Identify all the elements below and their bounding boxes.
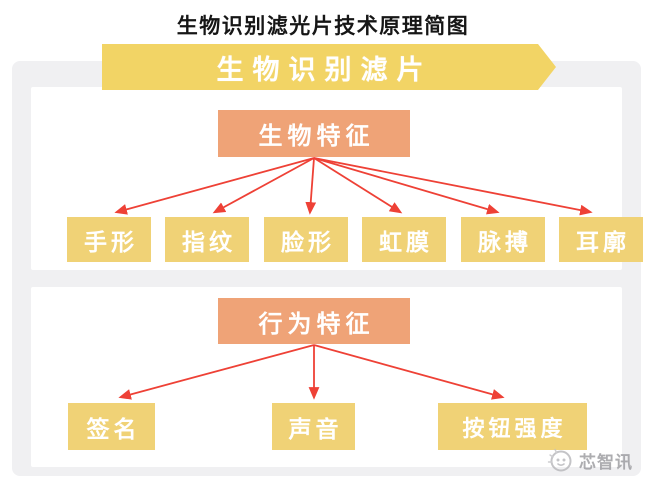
node-biological-features: 生物特征 (218, 110, 410, 157)
chip-face-icon (547, 448, 572, 472)
node-label: 按钮强度 (462, 416, 567, 442)
header-banner-arrow: 生物识别滤片 (102, 44, 556, 90)
watermark: 芯智讯 (547, 447, 633, 474)
node-label: 签名 (86, 416, 141, 443)
diagram-container: 生物特征 手形 指纹 脸形 虹膜 脉搏 耳廓 (12, 61, 643, 476)
section-behavioral-features: 行为特征 签名 声音 按钮强度 (31, 287, 622, 467)
node-label: 生物特征 (258, 122, 375, 150)
node-signature: 签名 (68, 403, 155, 450)
node-voice: 声音 (272, 403, 355, 450)
node-label: 声音 (288, 416, 343, 443)
node-fingerprint: 指纹 (165, 217, 249, 262)
node-keystroke-strength: 按钮强度 (438, 403, 587, 450)
section-biological-features: 生物特征 手形 指纹 脸形 虹膜 脉搏 耳廓 (31, 87, 643, 270)
node-label: 手形 (84, 229, 138, 256)
node-label: 脉搏 (478, 229, 532, 256)
node-label: 虹膜 (379, 229, 433, 256)
node-face-shape: 脸形 (264, 217, 348, 262)
node-label: 指纹 (182, 229, 236, 256)
node-label: 耳廓 (576, 229, 630, 256)
node-iris: 虹膜 (362, 217, 446, 262)
node-label: 脸形 (281, 229, 335, 256)
page-title: 生物识别滤光片技术原理简图 (176, 14, 470, 38)
node-ear-shape: 耳廓 (559, 217, 643, 262)
node-hand-shape: 手形 (67, 217, 151, 262)
node-label: 行为特征 (258, 309, 375, 338)
node-behavioral-features: 行为特征 (218, 298, 410, 344)
watermark-label: 芯智讯 (579, 453, 633, 473)
node-pulse: 脉搏 (461, 217, 545, 262)
banner-label: 生物识别滤片 (216, 54, 433, 86)
